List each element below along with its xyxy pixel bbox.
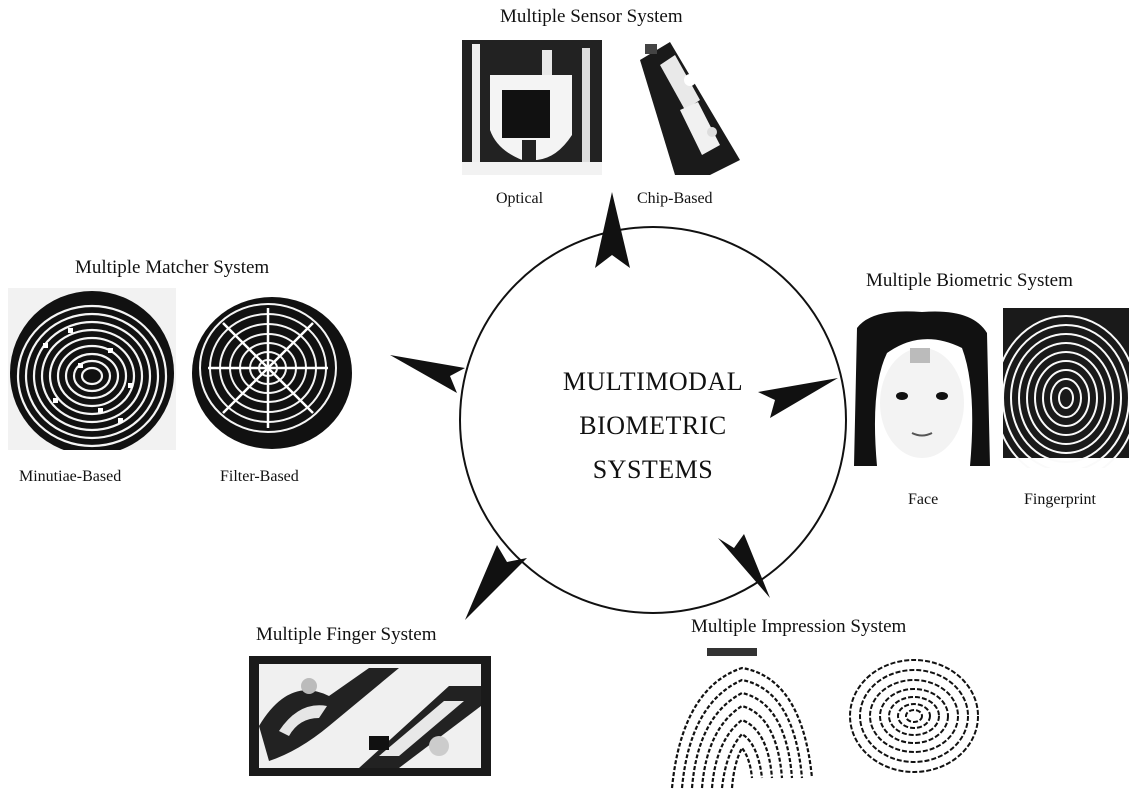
sensor-title: Multiple Sensor System: [500, 6, 683, 27]
arrow-to-finger: [465, 545, 527, 620]
center-line-1: MULTIMODAL: [562, 367, 744, 396]
arrow-to-biometric: [758, 378, 838, 418]
chip-sensor-image: [630, 40, 746, 175]
center-label: MULTIMODAL BIOMETRIC SYSTEMS: [460, 360, 846, 492]
fingerprint-caption: Fingerprint: [1024, 491, 1096, 508]
arrow-to-sensor: [595, 192, 630, 268]
impression-title: Multiple Impression System: [691, 616, 907, 637]
minutiae-based-caption: Minutiae-Based: [19, 468, 122, 485]
impression-2-image: [832, 648, 982, 778]
impression-1-image: [662, 648, 822, 798]
chip-based-caption: Chip-Based: [637, 190, 713, 207]
minutiae-fingerprint-image: [8, 288, 176, 450]
center-circle: [459, 226, 847, 614]
multiple-finger-image: [249, 656, 491, 776]
arrow-to-matcher: [390, 355, 465, 393]
biometric-title: Multiple Biometric System: [866, 270, 1073, 291]
arrow-to-impression: [718, 534, 770, 598]
optical-caption: Optical: [496, 190, 544, 207]
matcher-title: Multiple Matcher System: [75, 257, 270, 278]
filter-based-caption: Filter-Based: [220, 468, 299, 485]
finger-title: Multiple Finger System: [256, 624, 437, 645]
face-image: [852, 308, 992, 468]
center-line-2: BIOMETRIC: [579, 411, 727, 440]
fingerprint-image: [1003, 308, 1129, 468]
face-caption: Face: [908, 491, 939, 508]
optical-sensor-image: [462, 40, 602, 175]
center-line-3: SYSTEMS: [592, 455, 714, 484]
filter-fingerprint-image: [188, 288, 356, 450]
